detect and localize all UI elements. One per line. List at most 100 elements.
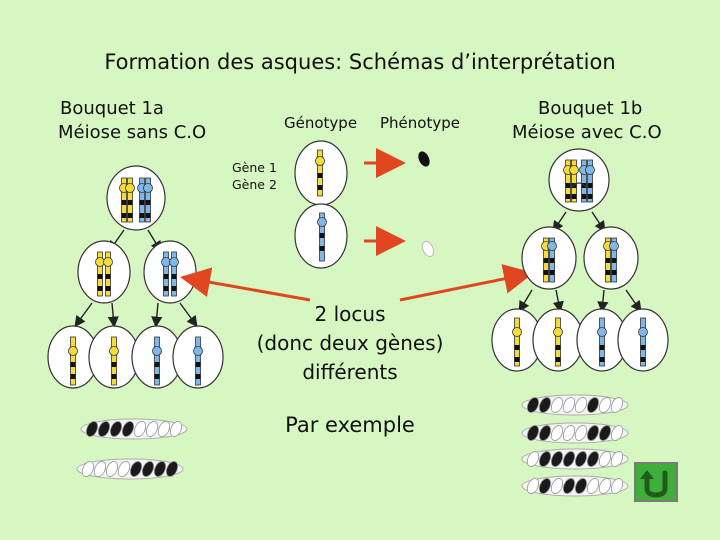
gene-band [127, 213, 133, 218]
black-spore [97, 421, 111, 437]
centromere [169, 257, 179, 267]
gene-band [571, 194, 577, 199]
example-label: Par exemple [285, 413, 415, 437]
black-spore [562, 478, 576, 494]
black-spore [121, 421, 135, 437]
centromere [609, 241, 619, 251]
centromere [585, 165, 595, 175]
white-spore [574, 397, 588, 413]
white-spore [550, 478, 564, 494]
division-arrow [74, 302, 93, 328]
gene-band [581, 194, 587, 199]
gene-band [543, 258, 549, 263]
gene-band [640, 357, 646, 362]
division-arrow [591, 211, 606, 233]
cell [548, 148, 610, 212]
gene-band [549, 258, 555, 263]
gene-band [105, 274, 111, 279]
u-turn-arrow-icon [640, 470, 668, 498]
cell [77, 240, 131, 304]
gene-band [543, 270, 549, 275]
black-spore [526, 425, 540, 441]
chromatid [581, 159, 587, 203]
gene-2-label: Gène 2 [232, 177, 277, 192]
division-arrow [107, 302, 119, 328]
black-spore [153, 461, 167, 477]
gene-band [70, 374, 76, 379]
centromere [569, 165, 579, 175]
gene-band [514, 345, 520, 350]
gene-band [587, 183, 593, 188]
gene-band [97, 286, 103, 291]
centromere [315, 156, 325, 166]
white-spore [562, 397, 576, 413]
black-spore [562, 451, 576, 467]
gene-band [121, 200, 127, 205]
gene-band [145, 200, 151, 205]
gene-band [105, 286, 111, 291]
black-spore [574, 451, 588, 467]
black-spore [526, 397, 540, 413]
chromatid [154, 336, 160, 386]
centromere [597, 327, 607, 337]
centromere [143, 183, 153, 193]
gene-band [319, 233, 325, 238]
chromatid [599, 317, 605, 367]
cell [583, 226, 639, 290]
gene-band [154, 374, 160, 379]
white-spore [117, 461, 131, 477]
white-spore [93, 461, 107, 477]
bouquet-1b-subtitle: Méiose avec C.O [512, 122, 662, 143]
bouquet-1a-subtitle: Méiose sans C.O [58, 122, 207, 143]
white-spore [157, 421, 171, 437]
gene-band [319, 246, 325, 251]
chromatid [70, 336, 76, 386]
white-spore [586, 478, 600, 494]
chromatid [195, 336, 201, 386]
gene-1-label: Gène 1 [232, 160, 277, 175]
pointer-arrow-left [180, 267, 311, 302]
gene-band [599, 345, 605, 350]
gene-band [565, 183, 571, 188]
white-spore [526, 478, 540, 494]
white-spore [598, 478, 612, 494]
centromere [638, 327, 648, 337]
gene-band [195, 374, 201, 379]
division-arrow [518, 289, 533, 313]
centromere [317, 217, 327, 227]
black-spore [586, 397, 600, 413]
white-spore [421, 240, 435, 258]
division-arrow [552, 289, 564, 313]
gene-band [163, 286, 169, 291]
white-spore [145, 421, 159, 437]
gene-band [154, 362, 160, 367]
black-spore [538, 451, 552, 467]
gene-band [70, 362, 76, 367]
gene-band [514, 357, 520, 362]
gene-band [565, 194, 571, 199]
gene-band [195, 362, 201, 367]
white-spore [610, 397, 624, 413]
phenotype-header: Phénotype [380, 114, 460, 132]
gene-band [127, 200, 133, 205]
gene-band [145, 213, 151, 218]
cell [521, 226, 577, 290]
white-spore [81, 461, 95, 477]
gene-band [555, 357, 561, 362]
gene-band [611, 270, 617, 275]
black-spore [586, 451, 600, 467]
white-spore [105, 461, 119, 477]
centromere [547, 241, 557, 251]
black-spore [538, 397, 552, 413]
white-spore [610, 478, 624, 494]
back-button[interactable] [634, 462, 678, 502]
black-spore [418, 151, 430, 167]
crossover [570, 182, 588, 189]
white-spore [550, 425, 564, 441]
gene-band [97, 274, 103, 279]
centromere [512, 327, 522, 337]
white-spore [598, 451, 612, 467]
centromere [193, 346, 203, 356]
